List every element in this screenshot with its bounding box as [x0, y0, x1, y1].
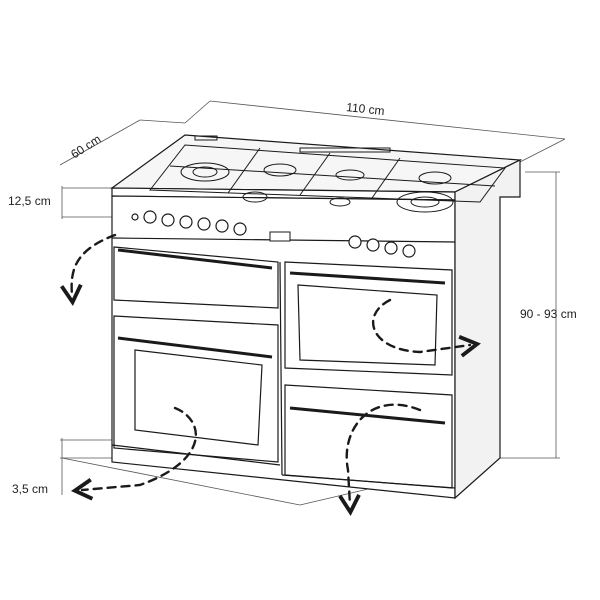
knob-2: [143, 210, 157, 224]
cooker-body: [110, 134, 523, 500]
knob-3: [161, 213, 175, 227]
knob-10: [384, 241, 398, 255]
left-oven-door: [113, 315, 279, 463]
knob-11: [402, 244, 416, 258]
total-height-label: 90 - 93 cm: [520, 307, 577, 321]
knob-9: [366, 238, 380, 252]
grill-door: [113, 246, 279, 309]
oven-doors: [113, 246, 453, 489]
knob-7: [233, 222, 247, 236]
right-oven-handle: [289, 271, 446, 285]
width-label: 110 cm: [346, 100, 386, 118]
knob-1: [131, 213, 139, 221]
plinth-label: 3,5 cm: [12, 482, 48, 496]
grill-opening-arrow: [60, 233, 117, 307]
dimension-lines: [59, 100, 566, 506]
drawer-opening-arrow: [338, 403, 422, 517]
hob-height-label: 12,5 cm: [8, 194, 51, 208]
door-opening-arrows: [60, 233, 481, 517]
right-oven-opening-arrow: [371, 298, 481, 358]
knob-5: [197, 217, 211, 231]
storage-drawer-handle: [289, 406, 446, 425]
left-oven-opening-arrow: [70, 406, 197, 501]
knob-8: [348, 235, 362, 249]
knob-4: [179, 215, 193, 229]
depth-label: 60 cm: [68, 132, 103, 162]
clock-display: [269, 231, 291, 242]
control-knobs: [131, 210, 416, 258]
knob-6: [215, 219, 229, 233]
hob: [149, 135, 506, 213]
left-oven-handle: [117, 336, 273, 359]
storage-drawer: [284, 384, 453, 489]
left-oven-window: [134, 349, 263, 446]
right-oven-window: [297, 284, 438, 366]
grill-handle: [117, 248, 273, 270]
right-oven-door: [284, 261, 453, 376]
